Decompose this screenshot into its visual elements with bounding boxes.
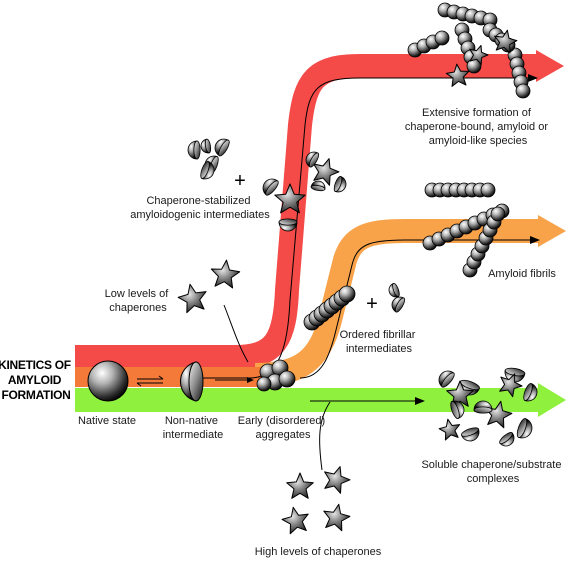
hemisphere-icon: [310, 180, 326, 192]
extensive-formation-label: Extensive formation of chaperone-bound, …: [405, 107, 551, 147]
ordered-fibrillar-intermediates: [303, 282, 406, 331]
chaperone-stabilized-label: Chaperone-stabilized amyloidogenic inter…: [130, 195, 270, 221]
star-chaperone-icon: [438, 418, 461, 441]
soluble-complexes-icon: [438, 367, 538, 447]
hemisphere-icon: [305, 151, 320, 168]
plus-sign-stabilized: +: [234, 170, 246, 192]
hemisphere-icon: [450, 400, 465, 419]
hemisphere-icon: [461, 427, 480, 442]
hemisphere-icon: [391, 296, 406, 313]
sphere-icon: [515, 83, 531, 99]
star-chaperone-icon: [469, 44, 489, 65]
soluble-complexes-label: Soluble chaperone/substrate complexes: [421, 459, 564, 485]
extensive-species-icon: [407, 2, 531, 99]
diagram-title: KINETICS OF AMYLOID FORMATION: [0, 358, 74, 402]
stabilized-intermediate-balls: [187, 138, 230, 180]
to-aggregates-arrow: [215, 377, 254, 383]
red-pathway-arrowhead: [536, 50, 564, 82]
sphere-icon: [480, 182, 496, 198]
plus-sign-ordered: +: [366, 293, 378, 315]
sphere-icon: [434, 30, 450, 46]
orange-pathway-arrowhead: [538, 215, 566, 247]
star-chaperone-icon: [499, 373, 523, 398]
hemisphere-icon: [499, 432, 515, 447]
orange-pathway-band: [254, 219, 540, 387]
stabilized-complex-on-red: [262, 151, 347, 232]
non-native-intermediate-icon: [180, 361, 204, 402]
hemisphere-icon: [262, 178, 279, 196]
amyloid-fibrils-icon: [422, 182, 510, 278]
star-chaperone-icon: [281, 506, 309, 535]
hemisphere-icon: [200, 161, 215, 180]
star-chaperone-icon: [313, 158, 340, 186]
star-chaperone-icon: [286, 472, 314, 499]
star-chaperone-icon: [445, 63, 470, 87]
early-aggregate-cluster: [256, 359, 296, 392]
non-native-label: Non-native intermediate: [163, 415, 224, 441]
star-chaperone-icon: [324, 466, 351, 494]
sphere-icon: [338, 285, 356, 303]
early-aggregates-label: Early (disordered) aggregates: [238, 415, 328, 441]
star-chaperone-icon: [494, 29, 518, 54]
hemisphere-icon: [516, 418, 533, 439]
hemisphere-icon: [333, 175, 347, 193]
hemisphere-icon: [388, 282, 400, 298]
hemisphere-icon: [214, 138, 230, 157]
star-chaperone-icon: [323, 503, 351, 532]
high-chaperones-label: High levels of chaperones: [255, 546, 382, 558]
sphere-icon: [490, 206, 506, 222]
low-chaperones-label: Low levels of chaperones: [105, 288, 172, 314]
hemisphere-icon: [187, 140, 201, 160]
star-chaperone-icon: [274, 183, 306, 214]
native-state-label: Native state: [78, 415, 136, 427]
hemisphere-icon: [438, 370, 455, 388]
star-chaperone-icon: [210, 259, 241, 289]
amyloid-fibrils-label: Amyloid fibrils: [488, 268, 556, 280]
high-chaperone-pointer: [319, 401, 331, 471]
star-chaperone-icon: [446, 380, 474, 407]
ordered-fibrillar-label: Ordered fibrillar intermediates: [340, 329, 419, 355]
high-chaperone-stars: [281, 466, 351, 535]
hemisphere-icon: [473, 400, 493, 414]
low-chaperone-stars: [177, 259, 241, 314]
hemisphere-icon: [523, 383, 538, 402]
native-state-sphere: [87, 360, 129, 402]
hemisphere-icon: [200, 138, 212, 154]
orange-pathway-line: [299, 239, 530, 379]
green-pathway-arrowhead: [538, 383, 566, 417]
low-chaperone-pointer: [223, 304, 249, 363]
equilibrium-arrows: [136, 375, 164, 387]
star-chaperone-icon: [177, 283, 207, 314]
hemisphere-icon: [278, 218, 298, 232]
